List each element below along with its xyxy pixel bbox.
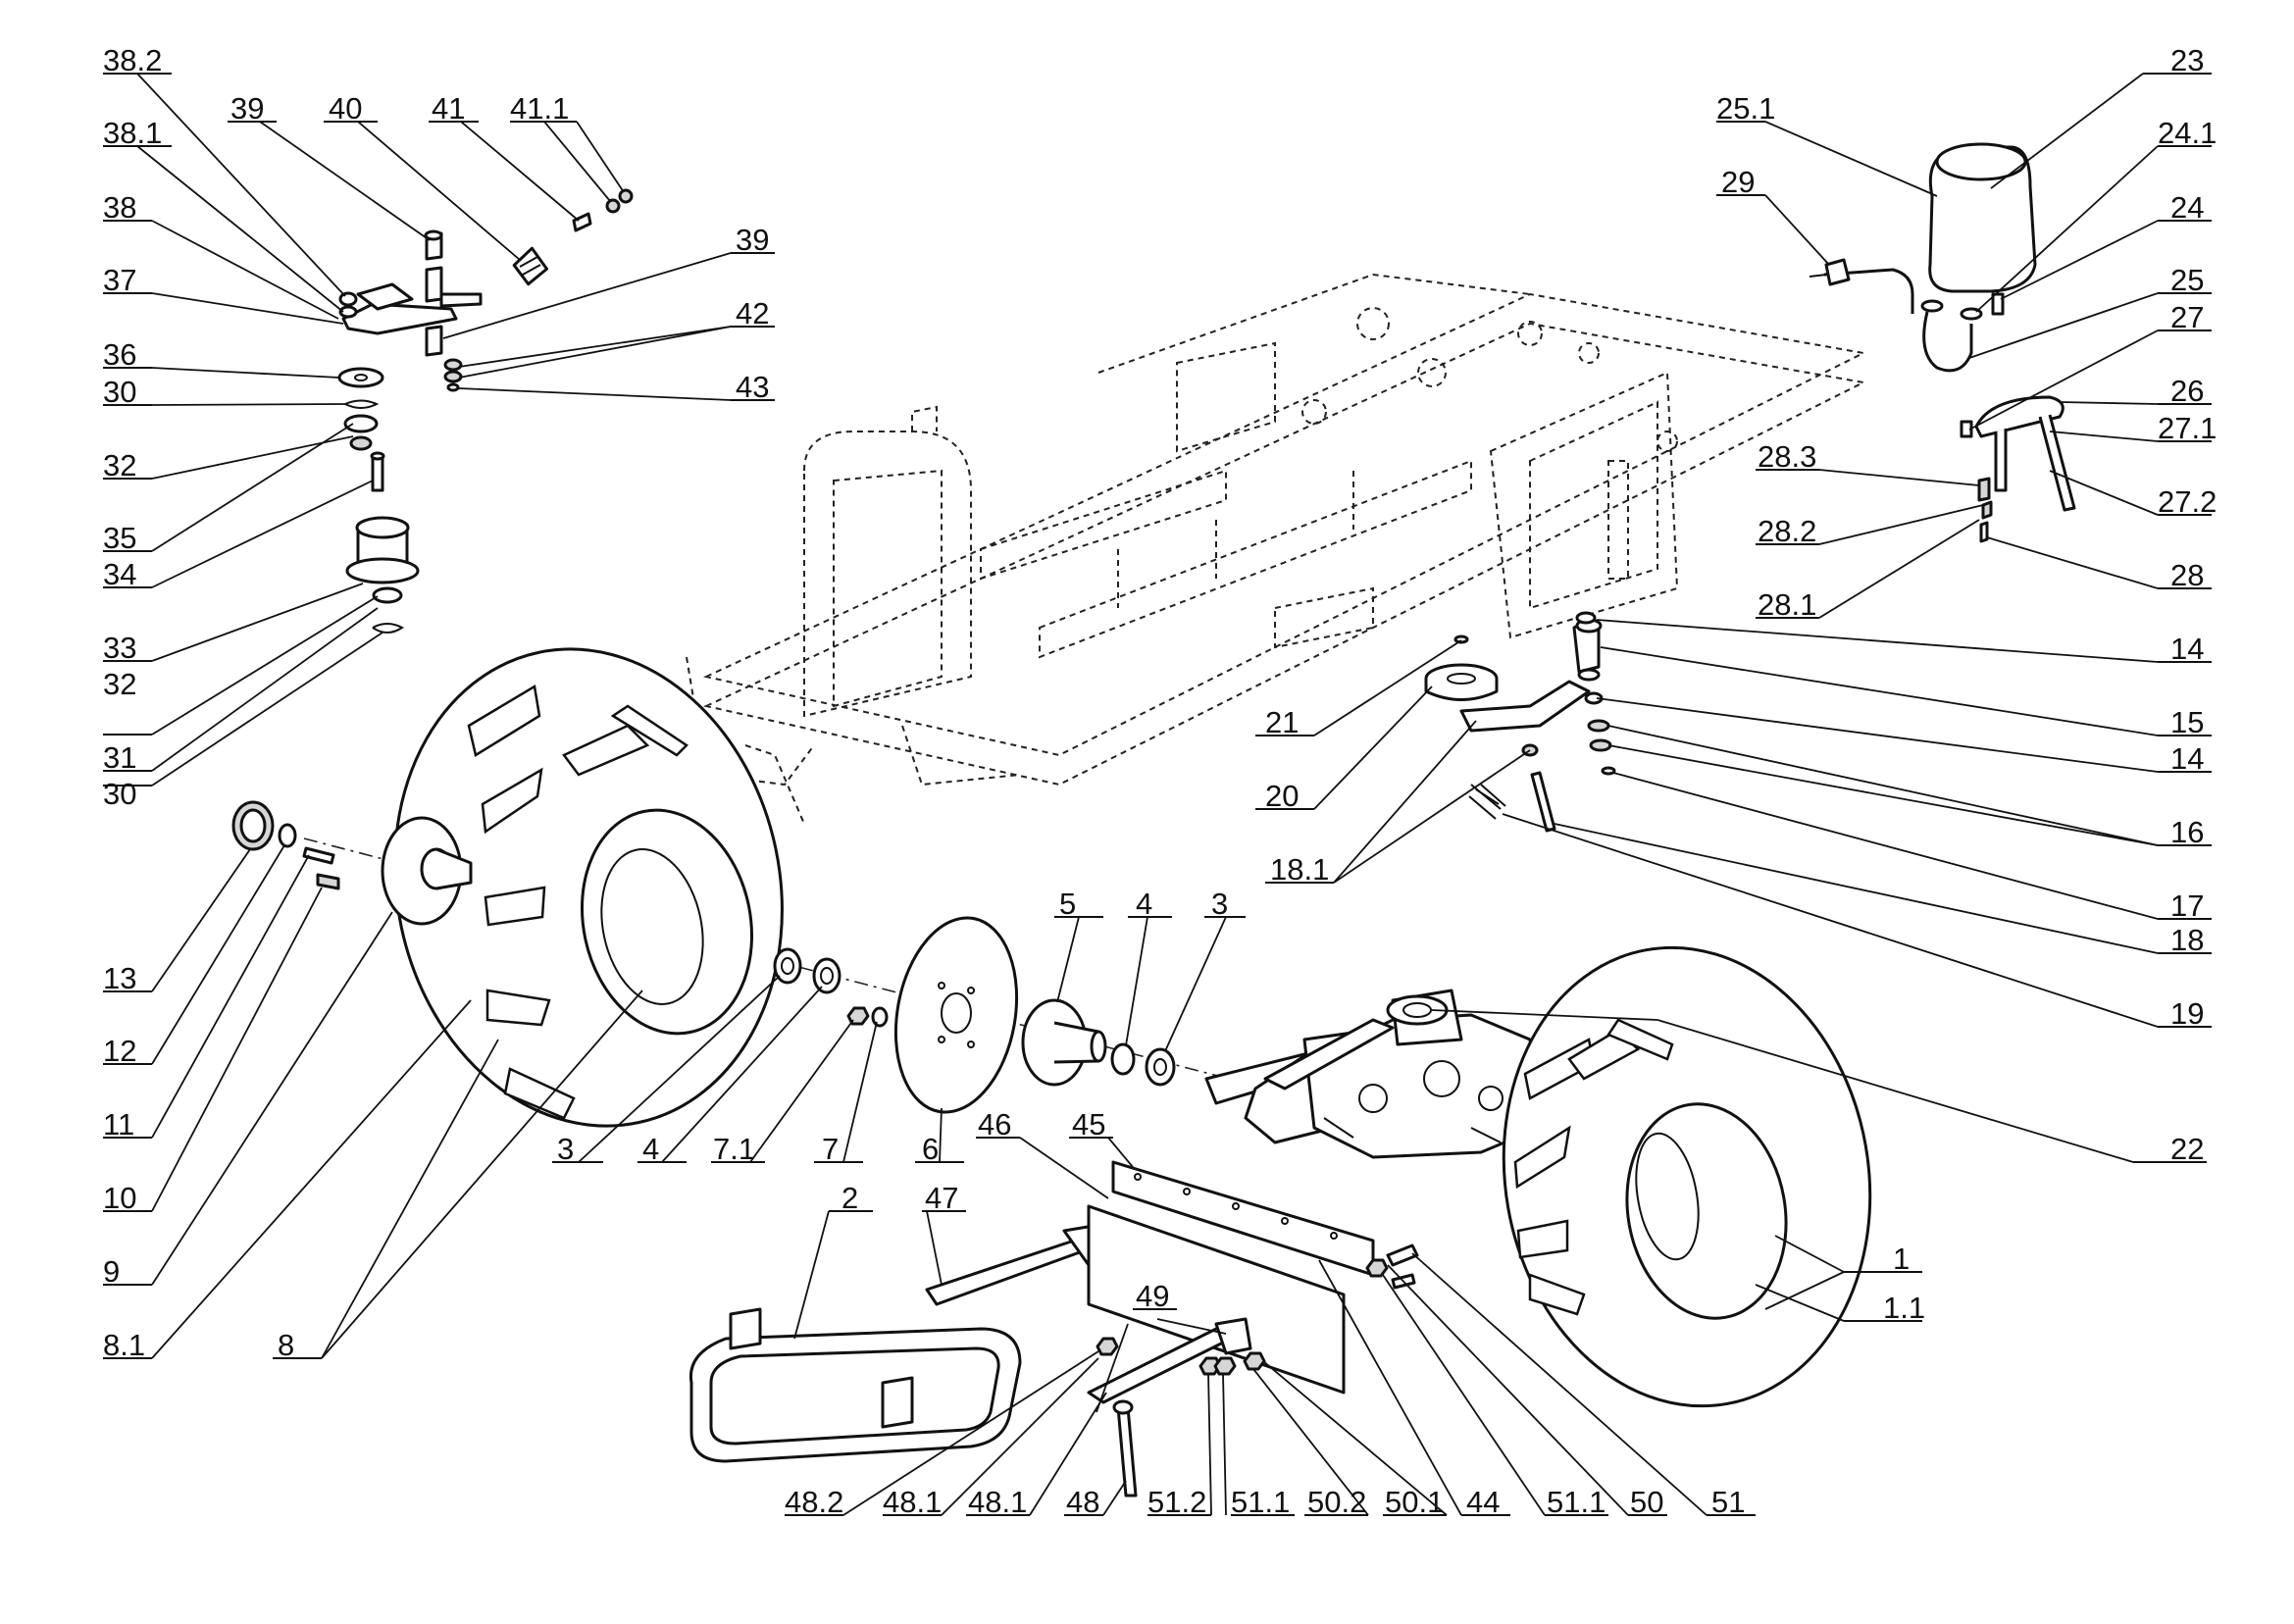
- callout-8: 8: [278, 1328, 294, 1362]
- callout-25: 25: [2170, 263, 2204, 297]
- callout-51: 51: [1711, 1485, 1745, 1519]
- reservoir-and-guard: [1809, 142, 2076, 543]
- callout-28.2: 28.2: [1758, 514, 1816, 548]
- callout-3-left: 3: [557, 1132, 574, 1166]
- callout-47: 47: [925, 1181, 958, 1215]
- callout-32-bottom: 32: [103, 667, 136, 701]
- callout-13: 13: [103, 961, 136, 995]
- callout-38: 38: [103, 190, 136, 225]
- callout-51.1-first: 51.1: [1231, 1485, 1290, 1519]
- callout-39-top: 39: [230, 91, 264, 126]
- callout-41.1: 41.1: [510, 91, 569, 126]
- callout-30-top: 30: [103, 375, 136, 409]
- callout-27.2: 27.2: [2158, 484, 2217, 519]
- brake-disc-and-hub: [893, 916, 1176, 1114]
- chassis-frame: [686, 273, 1867, 825]
- callout-1: 1: [1893, 1242, 1910, 1276]
- callout-22: 22: [2170, 1132, 2204, 1166]
- tensioner-assembly: [337, 188, 634, 634]
- callout-21: 21: [1265, 705, 1299, 739]
- callout-32-top: 32: [103, 448, 136, 482]
- callout-50.2: 50.2: [1307, 1485, 1366, 1519]
- callout-14-bottom: 14: [2170, 741, 2204, 776]
- callout-48: 48: [1066, 1485, 1099, 1519]
- callout-18: 18: [2170, 923, 2204, 957]
- callout-17: 17: [2170, 888, 2204, 923]
- right-wheel-assembly: [1502, 945, 1872, 1408]
- callout-37: 37: [103, 263, 136, 297]
- callout-29: 29: [1721, 165, 1755, 199]
- callout-12: 12: [103, 1034, 136, 1068]
- idler-arm-assembly: [1424, 611, 1616, 833]
- callout-35: 35: [103, 521, 136, 555]
- callout-10: 10: [103, 1181, 136, 1215]
- callout-3-right: 3: [1211, 887, 1228, 921]
- callout-41: 41: [432, 91, 465, 126]
- callout-31: 31: [103, 740, 136, 775]
- callout-26: 26: [2170, 374, 2204, 408]
- callout-36: 36: [103, 337, 136, 372]
- callout-1.1: 1.1: [1883, 1291, 1925, 1325]
- callout-4-left: 4: [642, 1132, 659, 1166]
- callout-51.2: 51.2: [1147, 1485, 1206, 1519]
- callout-7: 7: [822, 1132, 839, 1166]
- callout-24: 24: [2170, 190, 2204, 225]
- callout-19: 19: [2170, 996, 2204, 1031]
- callout-23: 23: [2170, 43, 2204, 77]
- callout-48.1-first: 48.1: [883, 1485, 942, 1519]
- callout-15: 15: [2170, 705, 2204, 739]
- callout-51.1-second: 51.1: [1547, 1485, 1606, 1519]
- callout-39-right: 39: [736, 223, 769, 257]
- callout-49: 49: [1136, 1279, 1169, 1313]
- callout-28.3: 28.3: [1758, 439, 1816, 474]
- callout-2: 2: [841, 1181, 858, 1215]
- callout-20: 20: [1265, 779, 1299, 813]
- left-washers: [773, 947, 889, 1028]
- callout-11: 11: [103, 1107, 134, 1142]
- callout-7.1: 7.1: [713, 1132, 755, 1166]
- callout-14-top: 14: [2170, 632, 2204, 666]
- callout-18.1: 18.1: [1270, 852, 1329, 887]
- leader-lines: [103, 73, 2212, 1516]
- callout-48.1-second: 48.1: [968, 1485, 1027, 1519]
- callout-25.1: 25.1: [1716, 91, 1775, 126]
- callout-28: 28: [2170, 558, 2204, 592]
- callout-44: 44: [1466, 1485, 1500, 1519]
- callout-28.1: 28.1: [1758, 587, 1816, 622]
- footrest-and-brackets: [688, 1160, 1419, 1497]
- left-wheel-assembly: [393, 647, 784, 1128]
- callout-40: 40: [329, 91, 362, 126]
- callout-50: 50: [1630, 1485, 1663, 1519]
- callout-48.2: 48.2: [785, 1485, 843, 1519]
- callout-50.1: 50.1: [1385, 1485, 1444, 1519]
- callout-38.2: 38.2: [103, 43, 162, 77]
- callout-46: 46: [978, 1107, 1011, 1142]
- callout-9: 9: [103, 1254, 120, 1289]
- callout-27.1: 27.1: [2158, 411, 2217, 445]
- callout-30-bottom: 30: [103, 777, 136, 811]
- callout-43: 43: [736, 370, 769, 404]
- callout-5: 5: [1059, 887, 1076, 921]
- transaxle: [1204, 989, 1542, 1159]
- callout-16: 16: [2170, 815, 2204, 849]
- callout-24.1: 24.1: [2158, 116, 2217, 150]
- callout-33: 33: [103, 631, 136, 665]
- callout-38.1: 38.1: [103, 116, 162, 150]
- callout-27: 27: [2170, 300, 2204, 334]
- callout-labels: 38.2 38.1 38 37 36 30 32 35 34 33 32 31 …: [103, 43, 2217, 1519]
- left-hub-parts: [231, 800, 473, 926]
- callout-8.1: 8.1: [103, 1328, 145, 1362]
- callout-4-right: 4: [1136, 887, 1152, 921]
- callout-6: 6: [922, 1132, 939, 1166]
- callout-34: 34: [103, 557, 136, 591]
- callout-42: 42: [736, 296, 769, 330]
- callout-45: 45: [1072, 1107, 1105, 1142]
